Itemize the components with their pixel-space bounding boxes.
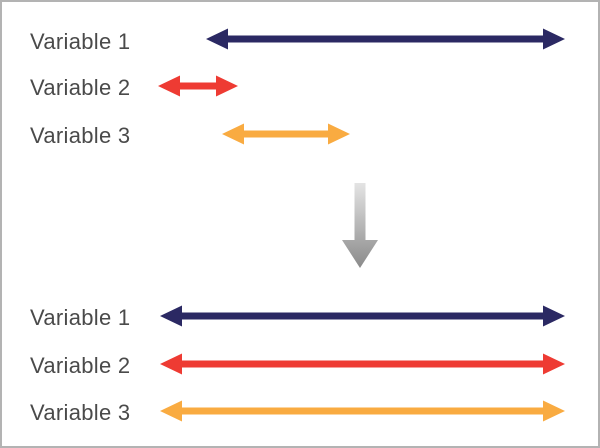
double-arrow-navy-after [160,305,565,327]
label-variable-1-after: Variable 1 [30,305,131,330]
double-arrow-orange-after [160,400,565,422]
label-variable-2-after: Variable 2 [30,353,131,378]
label-variable-3-before: Variable 3 [30,123,131,148]
label-variable-1-before: Variable 1 [30,29,131,54]
double-arrow-red-after [160,353,565,375]
double-arrow-orange-before [222,123,350,145]
transform-down-arrow [342,183,378,268]
double-arrow-red-before [158,75,238,97]
label-variable-2-before: Variable 2 [30,75,131,100]
double-arrow-navy-before [206,28,565,50]
label-variable-3-after: Variable 3 [30,400,131,425]
